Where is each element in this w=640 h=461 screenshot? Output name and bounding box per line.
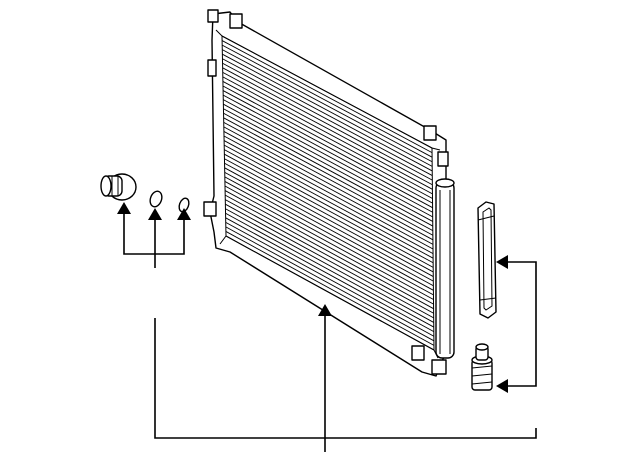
- o-ring-small: [178, 197, 190, 213]
- receiver-drier-tank: [435, 178, 455, 359]
- condenser-fin-line: [225, 212, 434, 328]
- condenser-fin-line: [222, 81, 433, 195]
- condenser-fin-line: [222, 90, 433, 204]
- arrow-left-plug: [496, 379, 508, 393]
- condenser-core: [203, 9, 449, 377]
- condenser-fin-line: [223, 112, 433, 227]
- condenser-fin-line: [224, 194, 434, 310]
- condenser-fin-line: [224, 153, 434, 268]
- arrow-left-filter: [496, 255, 508, 269]
- condenser-top-bracket: [207, 9, 219, 23]
- drain-plug: [471, 343, 493, 391]
- callout-lines: [123, 212, 537, 452]
- condenser-fin-line: [224, 181, 434, 296]
- condenser-side-tab: [207, 59, 217, 77]
- tank-body: [435, 181, 455, 359]
- condenser-right-tab: [437, 151, 449, 167]
- condenser-fin-line: [225, 199, 434, 314]
- condenser-fin-line: [225, 208, 434, 323]
- condenser-fin-line: [222, 67, 433, 181]
- condenser-fin-line: [223, 140, 434, 254]
- filter-cartridge: [477, 201, 497, 319]
- arrow-up-oring-small: [177, 208, 191, 220]
- condenser-fin-line: [224, 176, 434, 291]
- condenser-lower-tab: [411, 345, 425, 361]
- condenser-lower-bracket: [431, 359, 447, 375]
- arrow-up-cap: [117, 202, 131, 214]
- condenser-fin-line: [222, 71, 433, 186]
- condenser-fin-line: [222, 49, 433, 163]
- condenser-right-bracket: [423, 125, 437, 141]
- condenser-fin-line: [222, 76, 433, 190]
- condenser-fin-line: [221, 40, 433, 153]
- condenser-fin-line: [225, 217, 435, 333]
- condenser-fin-line: [221, 44, 433, 158]
- condenser-fin-line: [225, 221, 435, 337]
- condenser-fin-line: [224, 190, 434, 305]
- condenser-fin-line: [222, 85, 433, 199]
- condenser-fin-line: [223, 108, 433, 222]
- condenser-fin-line: [222, 94, 433, 209]
- condenser-fin-line: [223, 135, 434, 250]
- arrow-up-condenser: [318, 304, 332, 316]
- condenser-fin-line: [222, 53, 433, 167]
- condenser-fin-line: [224, 162, 434, 277]
- condenser-fin-line: [223, 121, 434, 236]
- o-ring-large: [149, 190, 163, 208]
- condenser-fins: [221, 40, 435, 346]
- condenser-fin-line: [224, 167, 434, 282]
- condenser-mount-tab: [203, 201, 217, 217]
- condenser-fin-line: [223, 117, 434, 232]
- condenser-fin-line: [225, 203, 434, 319]
- condenser-fin-line: [224, 171, 434, 287]
- condenser-fin-line: [223, 126, 434, 241]
- condenser-fin-line: [225, 231, 435, 346]
- condenser-fin-line: [223, 99, 433, 213]
- condenser-fin-line: [223, 144, 434, 259]
- condenser-fin-line: [222, 62, 433, 176]
- condenser-fin-line: [225, 226, 435, 342]
- tank-top-cap: [435, 178, 455, 188]
- condenser-fin-line: [224, 185, 434, 300]
- arrow-up-oring-large: [148, 208, 162, 220]
- condenser-fin-line: [223, 131, 434, 245]
- condenser-fin-line: [223, 103, 433, 218]
- condenser-fin-line: [224, 149, 434, 264]
- condenser-fin-line: [222, 58, 433, 172]
- condenser-top-tab: [229, 13, 243, 29]
- cap-plug: [100, 173, 137, 201]
- condenser-fin-line: [224, 158, 434, 273]
